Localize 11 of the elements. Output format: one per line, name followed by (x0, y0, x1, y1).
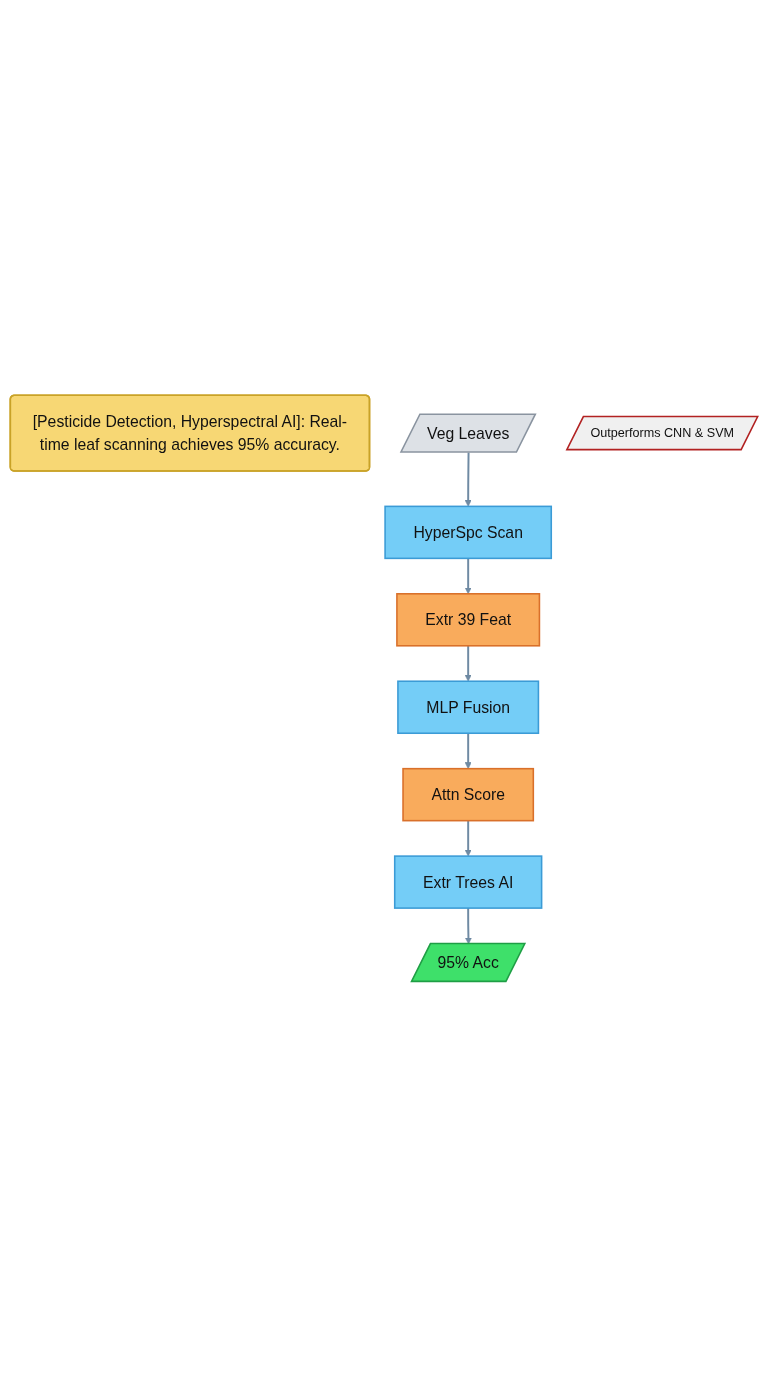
node-box: Extr 39 Feat (396, 592, 541, 647)
arrow (464, 451, 472, 507)
node-box: Attn Score (402, 767, 535, 822)
arrow (464, 731, 472, 769)
node-box: Extr Trees AI (393, 855, 543, 909)
node-box: HyperSpc Scan (384, 505, 553, 559)
arrow (464, 644, 472, 682)
arrow (464, 906, 472, 944)
arrow (464, 819, 472, 857)
node-box: MLP Fusion (397, 680, 540, 734)
arrow (464, 557, 472, 594)
